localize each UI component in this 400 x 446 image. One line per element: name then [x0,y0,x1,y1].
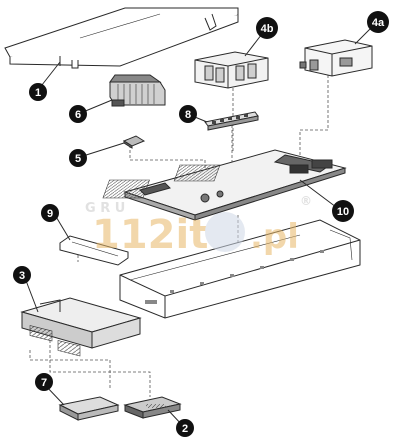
callout-badge-7: 7 [35,373,53,391]
drive-blank-part [123,396,182,419]
callout-badge-9: 9 [41,204,59,222]
callout-label-2: 2 [182,423,188,435]
callout-label-6: 6 [75,109,81,121]
memory-dimm-part [204,111,259,131]
callout-badge-4b: 4b [256,17,278,39]
callout-badge-8: 8 [179,105,197,123]
watermark-logo-suffix: .pl [250,217,299,257]
callout-badge-10: 10 [332,200,354,222]
watermark: G R U 112it .pl ® [85,194,312,258]
callout-label-8: 8 [185,109,191,121]
callout-label-1: 1 [35,87,41,99]
callout-label-9: 9 [47,208,53,220]
callout-badge-2: 2 [176,419,194,437]
callout-badge-6: 6 [69,105,87,123]
top-cover-part [4,7,239,69]
processor-part [122,135,146,149]
bracket-part [59,235,129,266]
callout-label-4a: 4a [372,17,385,29]
callout-badge-5: 5 [69,149,87,167]
callout-label-7: 7 [41,377,47,389]
drive-cage-part [20,297,142,357]
callout-label-4b: 4b [261,23,274,35]
heatsink-part [109,74,166,107]
watermark-group-text: G R U [85,201,125,216]
watermark-registered-mark: ® [300,194,312,208]
callout-badge-1: 1 [29,83,47,101]
callout-label-10: 10 [337,206,349,218]
callout-badge-4a: 4a [367,11,389,33]
watermark-logo-circle [205,212,245,252]
callout-badge-3: 3 [13,266,31,284]
chassis-tray-part [119,219,361,319]
power-module-4a-part [299,39,373,77]
system-board-part [102,149,347,221]
callout-label-3: 3 [19,270,25,282]
hard-drive-part [58,396,120,421]
callout-label-5: 5 [75,153,81,165]
fan-module-4b-part [194,51,269,89]
watermark-logo-text: 112it [92,212,208,258]
